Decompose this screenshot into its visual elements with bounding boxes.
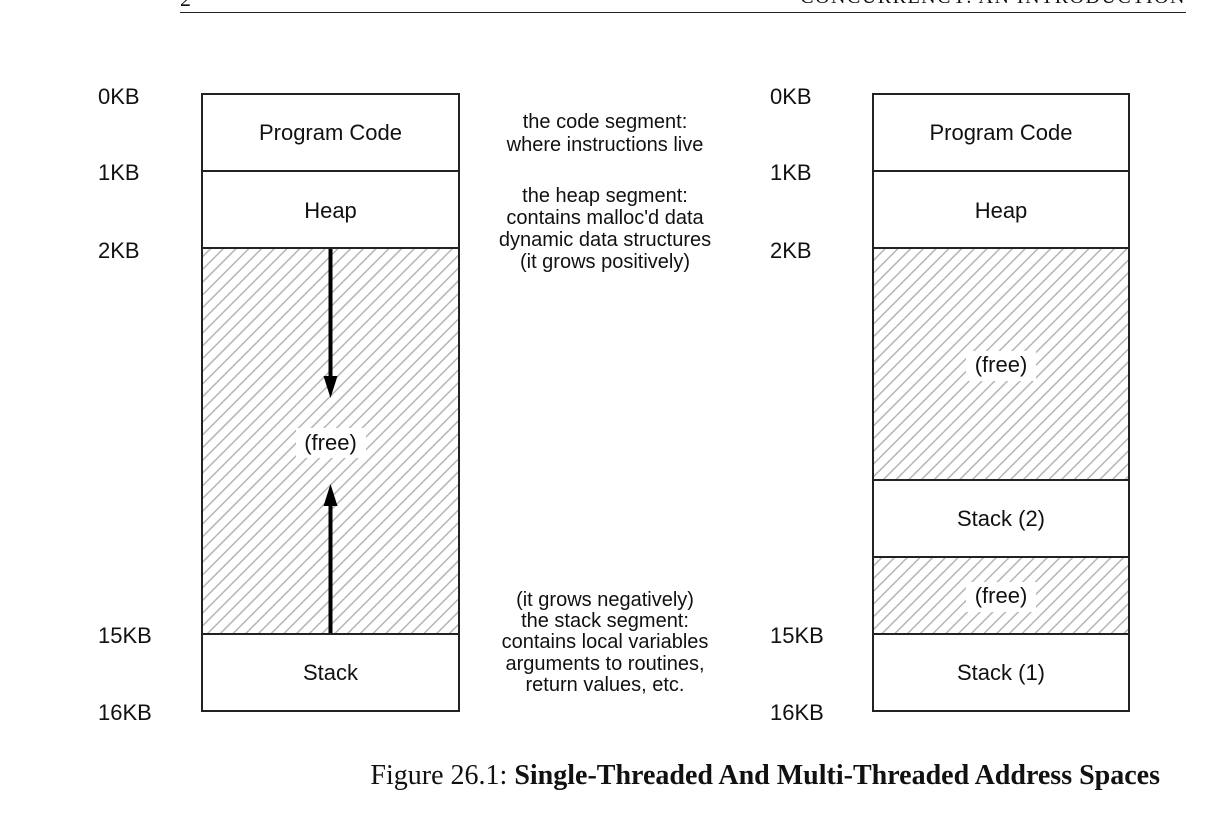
address-label-2kb: 2KB bbox=[98, 238, 140, 263]
stack-note-line-2: the stack segment: bbox=[521, 610, 689, 632]
stack-note-line-4: arguments to routines, bbox=[506, 653, 705, 675]
heap-segment-label: Heap bbox=[304, 198, 357, 223]
mt-address-label-1kb: 1KB bbox=[770, 160, 812, 185]
heap-note-line-3: dynamic data structures bbox=[499, 229, 711, 251]
mt-stack-2-segment bbox=[872, 479, 1130, 558]
mt-stack-1-label: Stack (1) bbox=[957, 660, 1045, 685]
stack-note-line-3: contains local variables bbox=[502, 631, 709, 653]
page-header: 2 CONCURRENCY: AN INTRODUCTION bbox=[180, 0, 1186, 13]
caption-title: Single-Threaded And Multi-Threaded Addre… bbox=[514, 760, 1160, 791]
heap-note-line-4: (it grows positively) bbox=[520, 251, 690, 273]
mt-heap-segment bbox=[872, 170, 1130, 249]
caption-prefix: Figure 26.1: bbox=[370, 760, 515, 791]
code-segment-note: the code segment: where instructions liv… bbox=[506, 111, 704, 156]
address-label-0kb: 0KB bbox=[98, 84, 140, 109]
mt-address-label-2kb: 2KB bbox=[770, 238, 812, 263]
stack-segment-label: Stack bbox=[303, 660, 359, 685]
address-label-15kb: 15KB bbox=[98, 623, 152, 648]
mt-address-label-16kb: 16KB bbox=[770, 700, 824, 725]
multi-threaded-address-space: 0KB 1KB 2KB 15KB 16KB Program Code Heap … bbox=[770, 84, 1130, 725]
stack-segment-note: (it grows negatively) the stack segment:… bbox=[502, 589, 709, 696]
mt-free-region-bottom-label: (free) bbox=[975, 583, 1028, 608]
code-note-line-1: the code segment: bbox=[523, 111, 688, 133]
mt-address-label-0kb: 0KB bbox=[770, 84, 812, 109]
mt-free-top-label-background bbox=[966, 351, 1036, 381]
code-note-line-2: where instructions live bbox=[506, 134, 704, 156]
stack-segment bbox=[201, 633, 460, 712]
mt-code-segment-label: Program Code bbox=[929, 120, 1072, 145]
mt-free-bottom-label-background bbox=[966, 582, 1036, 612]
heap-segment-note: the heap segment: contains malloc'd data… bbox=[499, 185, 711, 273]
single-threaded-address-space: 0KB 1KB 2KB 15KB 16KB Program Code Heap … bbox=[98, 84, 460, 725]
code-segment-label: Program Code bbox=[259, 120, 402, 145]
mt-stack-1-segment bbox=[872, 633, 1130, 712]
heap-growth-down-arrow-icon bbox=[323, 249, 338, 398]
running-title: CONCURRENCY: AN INTRODUCTION bbox=[800, 0, 1186, 9]
address-label-16kb: 16KB bbox=[98, 700, 152, 725]
mt-code-segment bbox=[872, 93, 1130, 172]
heap-segment bbox=[201, 170, 460, 249]
mt-free-region-top-label: (free) bbox=[975, 352, 1028, 377]
heap-note-line-1: the heap segment: bbox=[522, 185, 688, 207]
stack-note-line-5: return values, etc. bbox=[526, 674, 685, 696]
mt-stack-2-label: Stack (2) bbox=[957, 506, 1045, 531]
mt-heap-segment-label: Heap bbox=[975, 198, 1028, 223]
mt-address-label-15kb: 15KB bbox=[770, 623, 824, 648]
figure-caption: Figure 26.1: Single-Threaded And Multi-T… bbox=[0, 760, 1160, 792]
address-label-1kb: 1KB bbox=[98, 160, 140, 185]
heap-note-line-2: contains malloc'd data bbox=[506, 207, 704, 229]
stack-growth-up-arrow-icon bbox=[323, 484, 338, 633]
page-number: 2 bbox=[180, 0, 191, 12]
free-label-background bbox=[296, 428, 366, 458]
stack-note-line-1: (it grows negatively) bbox=[516, 589, 694, 611]
free-region-label: (free) bbox=[304, 430, 357, 455]
